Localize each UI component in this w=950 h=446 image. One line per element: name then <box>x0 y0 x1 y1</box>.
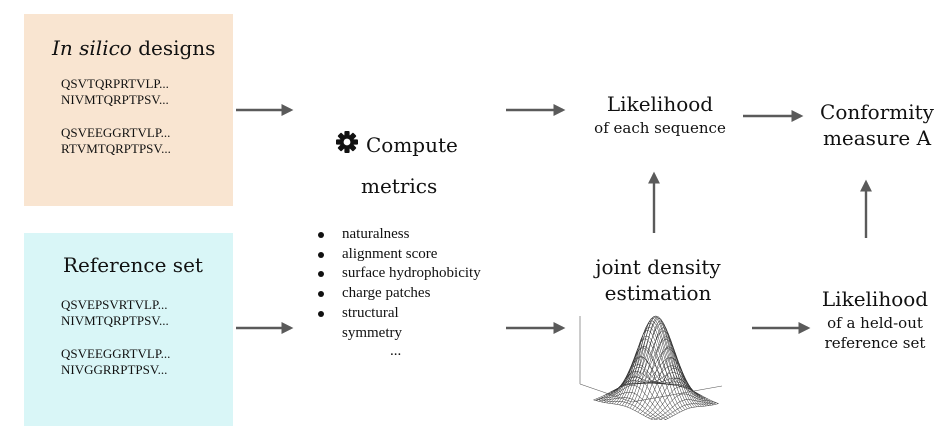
surface-line <box>595 398 659 420</box>
likelihood-each-subtitle: of each sequence <box>594 119 726 137</box>
surface-line <box>601 376 662 403</box>
surface-line <box>647 386 709 419</box>
designs-seq-4: RTVMTQRPTPSV... <box>61 141 171 156</box>
reference-box: Reference set QSVEPSVRTVLP... NIVMTQRPTP… <box>24 233 233 426</box>
surface-line <box>642 368 703 416</box>
surface-line <box>650 393 711 420</box>
plot-axis-line <box>631 385 723 403</box>
likelihood-heldout-title: Likelihood <box>821 287 929 311</box>
reference-seq-1: QSVEPSVRTVLP... <box>61 297 168 312</box>
surface-line <box>634 339 700 407</box>
surface-line <box>603 371 664 403</box>
surface-line <box>627 316 688 408</box>
surface-line <box>614 338 675 405</box>
joint-density-line2: estimation <box>604 281 712 305</box>
bullet-icon <box>318 310 324 317</box>
bullet-icon <box>318 232 324 238</box>
metrics-list: naturalness alignment score surface hydr… <box>315 225 481 343</box>
plot-axis-line <box>579 383 633 403</box>
list-item: structural <box>315 304 481 324</box>
reference-seq-4: NIVGGRRPTPSV... <box>61 362 168 377</box>
surface-line <box>641 365 707 407</box>
bullet-icon <box>318 251 324 258</box>
reference-title: Reference set <box>63 253 203 277</box>
gear-icon <box>334 129 360 155</box>
joint-density-line1: joint density <box>595 255 721 279</box>
likelihood-heldout-subtitle-1: of a held-out <box>827 314 923 332</box>
designs-seq-3: QSVEEGGRTVLP... <box>61 125 171 140</box>
compute-title-line1: Compute <box>366 133 458 157</box>
designs-seq-1: QSVTQRPRTVLP... <box>61 76 169 91</box>
surface-line <box>617 326 683 412</box>
metrics-ellipsis: ... <box>390 343 402 359</box>
list-item: alignment score <box>315 245 481 265</box>
bullet-icon <box>318 291 324 298</box>
designs-title: In silico designs <box>52 36 215 60</box>
surface-line <box>622 316 688 410</box>
surface-line <box>624 315 690 409</box>
conformity-line1: Conformity <box>820 100 934 124</box>
density-surface-plot <box>579 315 723 420</box>
reference-seq-2: NIVMTQRPTPSV... <box>61 313 169 328</box>
surface-line <box>593 399 654 420</box>
designs-title-rest: designs <box>131 36 216 60</box>
surface-line <box>596 381 657 401</box>
surface-line <box>619 322 680 406</box>
likelihood-heldout-subtitle-2: reference set <box>824 334 926 352</box>
surface-line <box>624 315 685 407</box>
surface-line <box>616 329 678 405</box>
surface-line <box>629 320 691 409</box>
list-item: naturalness <box>315 225 481 245</box>
list-item-continuation: symmetry <box>342 324 402 341</box>
designs-title-italic: In silico <box>52 36 132 60</box>
surface-line <box>663 403 719 420</box>
surface-line <box>631 330 698 407</box>
list-item: charge patches <box>315 284 481 304</box>
designs-seq-2: NIVMTQRPTPSV... <box>61 92 169 107</box>
conformity-line2: measure A <box>822 126 932 150</box>
surface-line <box>632 327 693 410</box>
surface-line <box>598 397 663 420</box>
likelihood-each-title: Likelihood <box>606 92 714 116</box>
bullet-icon <box>318 271 324 278</box>
designs-box: In silico designs QSVTQRPRTVLP... NIVMTQ… <box>24 14 233 206</box>
reference-seq-3: QSVEEGGRTVLP... <box>61 346 171 361</box>
surface-line <box>611 347 672 404</box>
surface-line <box>658 402 716 420</box>
surface-line <box>606 364 667 404</box>
compute-title-line2: metrics <box>361 174 438 198</box>
surface-line <box>653 399 714 420</box>
surface-line <box>645 377 706 417</box>
list-item: surface hydrophobicity <box>315 264 481 284</box>
